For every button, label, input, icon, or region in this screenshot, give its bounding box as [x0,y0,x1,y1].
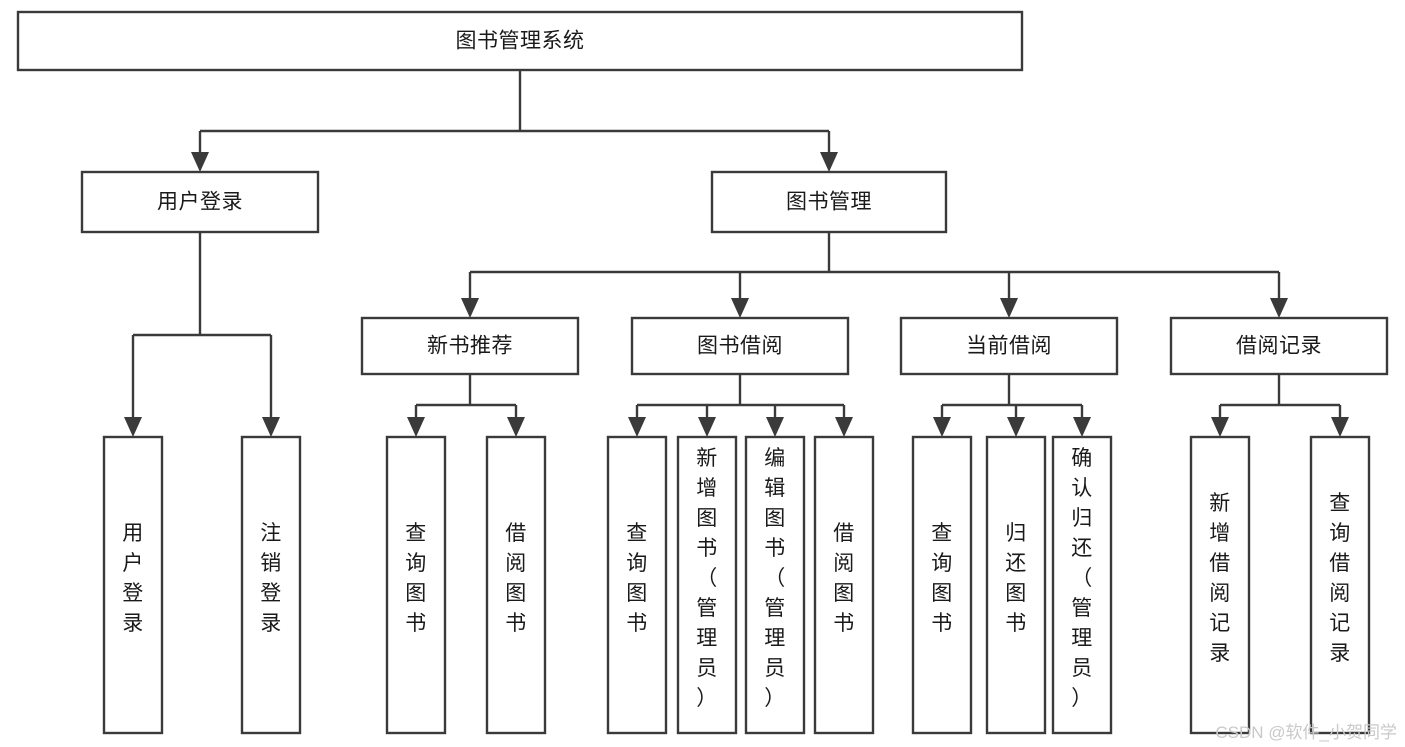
node-label-leaf-query-book-borrow: 查询图书 [626,522,648,635]
connector-new-book-recommend-to-leaves [407,374,525,437]
connector-user-login-to-leaves [124,232,280,437]
level2-node-book-management[interactable]: 图书管理 [710,170,948,234]
node-box-leaf-query-book-recommend [385,435,447,735]
node-box-leaf-return-book [985,435,1047,735]
level2-node-user-login[interactable]: 用户登录 [80,170,320,234]
arrow-head-icon [407,417,425,437]
node-label-leaf-return-book: 归还图书 [1005,522,1027,635]
node-box-new-book-recommend [360,316,580,376]
node-label-leaf-logout-login: 注销登录 [260,522,282,635]
arrow-head-icon [1331,417,1349,437]
node-box-leaf-query-borrow-record [1309,435,1371,735]
arrow-head-icon [698,417,716,437]
node-label-root: 图书管理系统 [456,30,585,53]
arrow-head-icon [124,417,142,437]
node-box-leaf-query-book-borrow [606,435,668,735]
node-box-leaf-borrow-book-recommend [485,435,547,735]
node-box-leaf-add-book-admin [676,435,738,735]
node-box-leaf-logout-login [240,435,302,735]
node-box-book-management [710,170,948,234]
node-box-root [16,10,1024,72]
leaf-node-leaf-return-book[interactable]: 归还图书 [985,435,1047,735]
node-box-user-login [80,170,320,234]
node-label-leaf-edit-book-admin: 编辑图书（管理员） [764,447,786,710]
leaf-node-leaf-add-borrow-record[interactable]: 新增借阅记录 [1189,435,1251,735]
node-box-leaf-confirm-return-admin [1051,435,1113,735]
arrow-head-icon [1270,298,1288,318]
leaf-node-leaf-user-login[interactable]: 用户登录 [102,435,164,735]
root-node-root[interactable]: 图书管理系统 [16,10,1024,72]
arrow-head-icon [766,417,784,437]
node-label-leaf-user-login: 用户登录 [122,522,144,635]
nodes-layer: 图书管理系统用户登录图书管理新书推荐图书借阅当前借阅借阅记录用户登录注销登录查询… [16,10,1389,735]
arrow-head-icon [933,417,951,437]
leaf-node-leaf-query-book-recommend[interactable]: 查询图书 [385,435,447,735]
connector-root-to-level2 [191,70,838,172]
connector-book-management-to-level3 [461,232,1288,318]
connector-book-borrow-to-leaves [628,374,853,437]
node-box-current-borrow [899,316,1119,376]
node-label-leaf-query-book-recommend: 查询图书 [405,522,427,635]
level3-node-book-borrow[interactable]: 图书借阅 [630,316,850,376]
node-label-leaf-query-book-current: 查询图书 [931,522,953,635]
leaf-node-leaf-query-book-current[interactable]: 查询图书 [911,435,973,735]
arrow-head-icon [1000,298,1018,318]
node-label-leaf-add-book-admin: 新增图书（管理员） [696,447,718,710]
node-box-leaf-query-book-current [911,435,973,735]
watermark-label: CSDN @软件_小贺同学 [1215,723,1397,742]
leaf-node-leaf-edit-book-admin[interactable]: 编辑图书（管理员） [744,435,806,735]
node-box-borrow-record [1169,316,1389,376]
level3-node-current-borrow[interactable]: 当前借阅 [899,316,1119,376]
arrow-head-icon [1211,417,1229,437]
connectors-layer [124,70,1349,437]
node-label-book-management: 图书管理 [786,191,872,214]
node-box-leaf-borrow-book [813,435,875,735]
node-box-leaf-add-borrow-record [1189,435,1251,735]
arrow-head-icon [820,152,838,172]
node-label-borrow-record: 借阅记录 [1236,335,1322,358]
leaf-node-leaf-logout-login[interactable]: 注销登录 [240,435,302,735]
arrow-head-icon [1007,417,1025,437]
connector-current-borrow-to-leaves [933,374,1091,437]
node-label-book-borrow: 图书借阅 [697,335,783,358]
leaf-node-leaf-query-borrow-record[interactable]: 查询借阅记录 [1309,435,1371,735]
node-box-leaf-edit-book-admin [744,435,806,735]
arrow-head-icon [262,417,280,437]
arrow-head-icon [507,417,525,437]
level3-node-borrow-record[interactable]: 借阅记录 [1169,316,1389,376]
arrow-head-icon [628,417,646,437]
level3-node-new-book-recommend[interactable]: 新书推荐 [360,316,580,376]
connector-borrow-record-to-leaves [1211,374,1349,437]
arrow-head-icon [461,298,479,318]
node-box-leaf-user-login [102,435,164,735]
leaf-node-leaf-borrow-book-recommend[interactable]: 借阅图书 [485,435,547,735]
node-label-leaf-add-borrow-record: 新增借阅记录 [1209,492,1231,665]
node-label-leaf-borrow-book: 借阅图书 [833,522,855,635]
node-label-current-borrow: 当前借阅 [966,335,1052,358]
node-label-new-book-recommend: 新书推荐 [427,335,513,358]
arrow-head-icon [731,298,749,318]
node-label-leaf-confirm-return-admin: 确认归还（管理员） [1071,447,1093,710]
arrow-head-icon [191,152,209,172]
leaf-node-leaf-query-book-borrow[interactable]: 查询图书 [606,435,668,735]
node-label-leaf-query-borrow-record: 查询借阅记录 [1329,492,1351,665]
node-label-leaf-borrow-book-recommend: 借阅图书 [505,522,527,635]
arrow-head-icon [835,417,853,437]
node-box-book-borrow [630,316,850,376]
leaf-node-leaf-borrow-book[interactable]: 借阅图书 [813,435,875,735]
arrow-head-icon [1073,417,1091,437]
leaf-node-leaf-confirm-return-admin[interactable]: 确认归还（管理员） [1051,435,1113,735]
node-label-user-login: 用户登录 [157,191,243,214]
leaf-node-leaf-add-book-admin[interactable]: 新增图书（管理员） [676,435,738,735]
